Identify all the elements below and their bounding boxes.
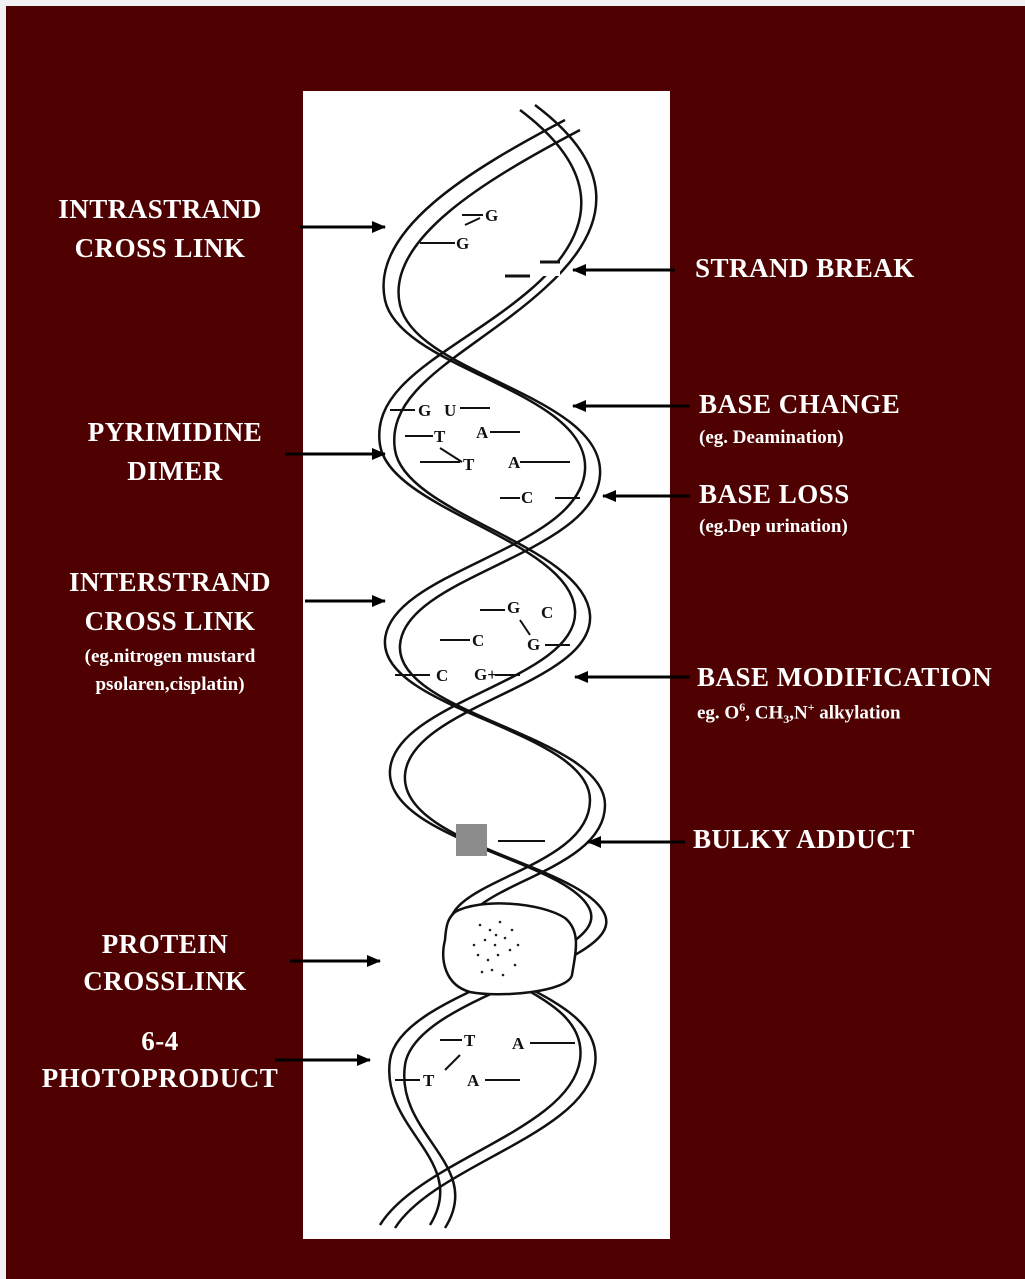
label-6-4-photoproduct: 6-4 PHOTOPRODUCT: [30, 1028, 290, 1092]
label-interstrand-note: (eg.nitrogen mustard psolaren,cisplatin): [50, 647, 290, 694]
base-photo-a2: A: [467, 1071, 480, 1090]
label-base-loss: BASE LOSS: [699, 481, 850, 508]
mod-note-suffix: alkylation: [815, 702, 901, 723]
base-dimer-a1: A: [476, 423, 489, 442]
base-inter-c1: C: [541, 603, 553, 622]
label-base-modification-note: eg. O6, CH3,N+ alkylation: [697, 701, 901, 725]
label-interstrand-line1: INTERSTRAND: [55, 569, 285, 596]
base-dimer-t2: T: [463, 455, 475, 474]
label-bulky-adduct-text: BULKY ADDUCT: [693, 826, 915, 853]
label-base-loss-note: (eg.Dep urination): [699, 517, 848, 536]
label-intrastrand-line1: INTRASTRAND: [45, 196, 275, 223]
label-protein-crosslink: PROTEIN CROSSLINK: [50, 931, 280, 995]
base-mod-g: G+: [474, 665, 497, 684]
mod-note-prefix: eg. O: [697, 702, 739, 723]
label-base-change-note-text: (eg. Deamination): [699, 428, 844, 447]
strand-break-gap: [505, 262, 560, 276]
label-base-loss-text: BASE LOSS: [699, 481, 850, 508]
label-strand-break-text: STRAND BREAK: [695, 255, 915, 282]
label-strand-break: STRAND BREAK: [695, 255, 915, 282]
label-interstrand-line2: CROSS LINK: [55, 608, 285, 635]
base-intra-g2: G: [456, 234, 469, 253]
base-inter-g2: G: [527, 635, 540, 654]
label-intrastrand-line2: CROSS LINK: [45, 235, 275, 262]
base-photo-t2: T: [423, 1071, 435, 1090]
label-base-loss-note-text: (eg.Dep urination): [699, 517, 848, 536]
label-base-mod-note-line: eg. O6, CH3,N+ alkylation: [697, 701, 901, 725]
label-interstrand-note-line1: (eg.nitrogen mustard: [50, 647, 290, 666]
base-loss-c: C: [521, 488, 533, 507]
base-change-g: G: [418, 401, 431, 420]
label-intrastrand-cross-link: INTRASTRAND CROSS LINK: [45, 196, 275, 262]
label-pyrimidine-line2: DIMER: [60, 458, 290, 485]
base-dimer-t1: T: [434, 427, 446, 446]
base-inter-c2: C: [472, 631, 484, 650]
label-photoproduct-line1: 6-4: [30, 1028, 290, 1055]
label-interstrand-note-line2: psolaren,cisplatin): [50, 675, 290, 694]
base-inter-g: G: [507, 598, 520, 617]
mod-note-mid: , CH: [745, 702, 783, 723]
label-pyrimidine-line1: PYRIMIDINE: [60, 419, 290, 446]
base-mod-c: C: [436, 666, 448, 685]
label-photoproduct-line2: PHOTOPRODUCT: [30, 1065, 290, 1092]
bulky-adduct-block: [456, 824, 487, 856]
label-protein-line1: PROTEIN: [50, 931, 280, 958]
mod-note-sup2: +: [808, 700, 815, 714]
left-arrows: [275, 227, 385, 1060]
label-interstrand-cross-link: INTERSTRAND CROSS LINK: [55, 569, 285, 635]
label-pyrimidine-dimer: PYRIMIDINE DIMER: [60, 419, 290, 485]
label-bulky-adduct: BULKY ADDUCT: [693, 826, 915, 853]
label-base-change-text: BASE CHANGE: [699, 391, 900, 418]
base-dimer-a2: A: [508, 453, 521, 472]
label-base-change-note: (eg. Deamination): [699, 428, 844, 447]
base-photo-a1: A: [512, 1034, 525, 1053]
base-change-u: U: [444, 401, 456, 420]
label-base-change: BASE CHANGE: [699, 391, 900, 418]
label-base-modification: BASE MODIFICATION: [697, 664, 992, 691]
right-arrows: [573, 270, 690, 842]
label-protein-line2: CROSSLINK: [50, 968, 280, 995]
mod-note-mid2: ,N: [789, 702, 807, 723]
label-base-modification-text: BASE MODIFICATION: [697, 664, 992, 691]
base-photo-t1: T: [464, 1031, 476, 1050]
base-intra-g1: G: [485, 206, 498, 225]
